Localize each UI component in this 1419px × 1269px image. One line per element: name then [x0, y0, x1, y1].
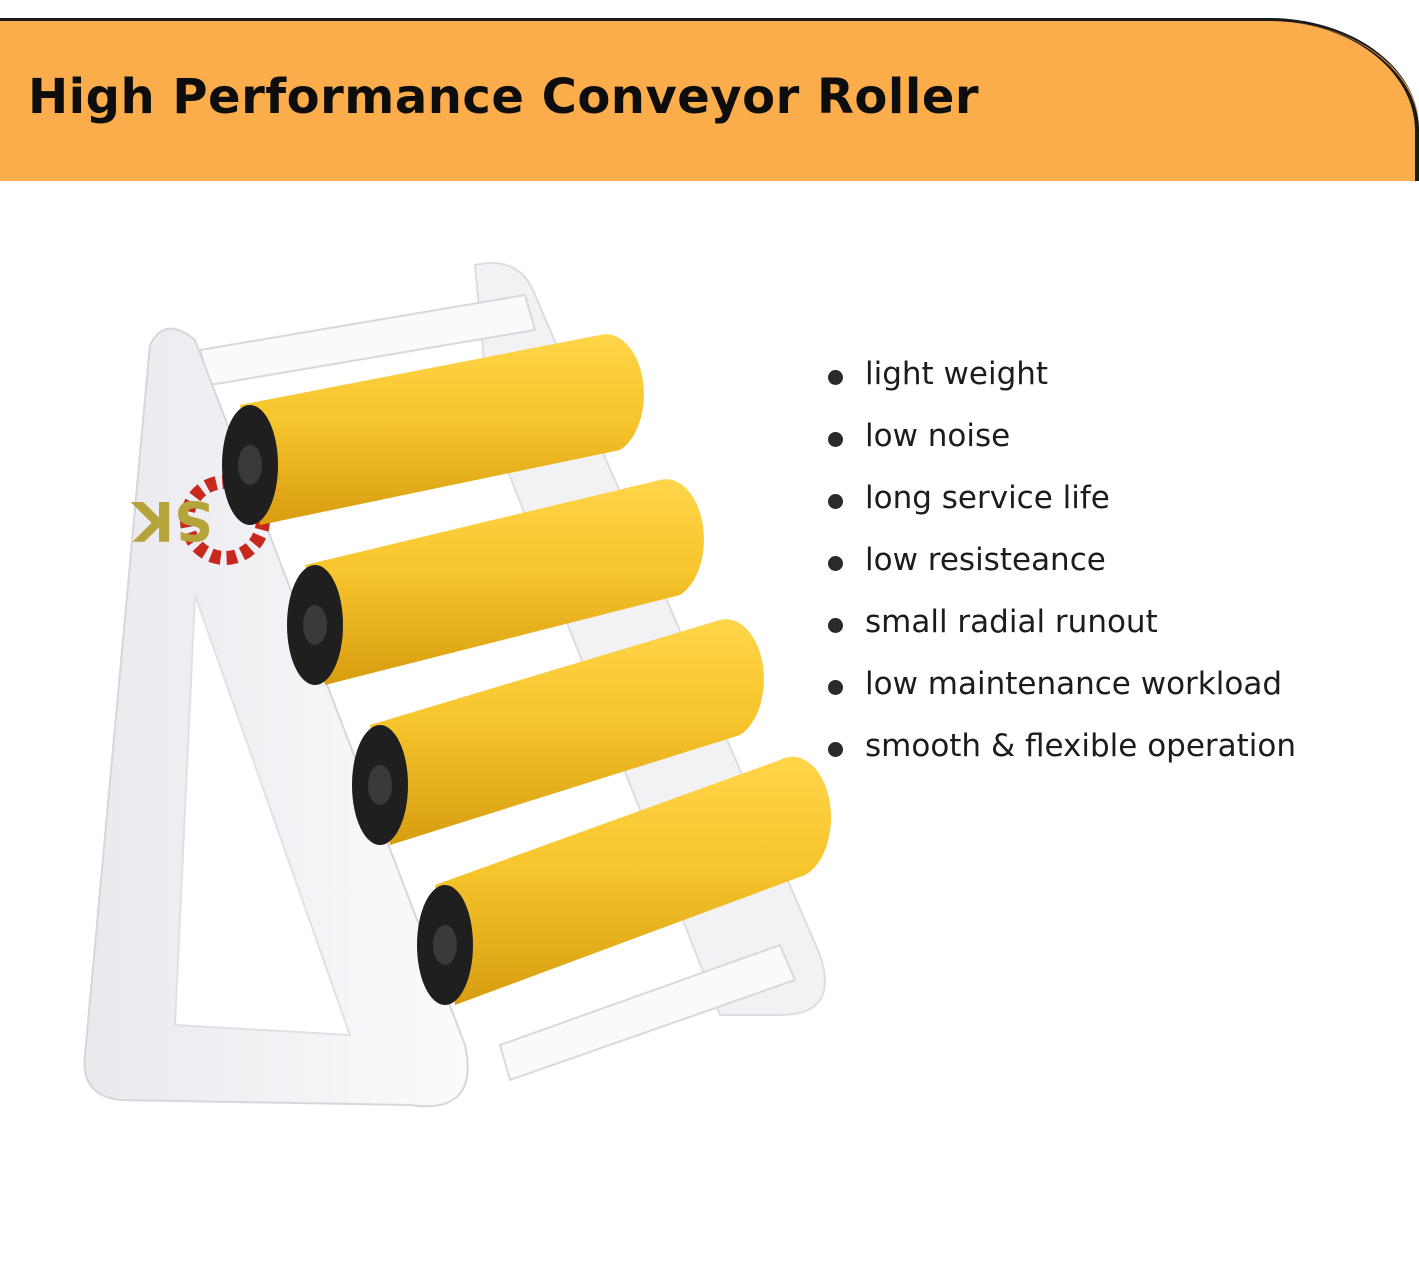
bullet-icon: [828, 431, 843, 447]
roller-2: [287, 479, 704, 685]
list-item: small radial runout: [828, 591, 1296, 653]
page-title: High Performance Conveyor Roller: [28, 69, 980, 125]
bullet-icon: [828, 555, 843, 571]
feature-text: low noise: [865, 418, 1011, 454]
feature-text: smooth & flexible operation: [865, 728, 1297, 764]
bullet-icon: [828, 679, 843, 695]
bullet-icon: [828, 369, 843, 385]
feature-text: low resisteance: [865, 542, 1106, 578]
roller-3: [352, 619, 764, 845]
list-item: light weight: [828, 343, 1296, 405]
roller-4: [417, 756, 831, 1005]
list-item: low maintenance workload: [828, 653, 1296, 715]
list-item: low noise: [828, 405, 1296, 467]
list-item: long service life: [828, 467, 1296, 529]
header-banner: High Performance Conveyor Roller: [0, 18, 1419, 181]
list-item: low resisteance: [828, 529, 1296, 591]
svg-text:SK: SK: [130, 489, 213, 552]
roller-1: [222, 334, 644, 525]
frame-cutout: [173, 594, 352, 1037]
feature-text: long service life: [865, 480, 1110, 516]
bullet-icon: [828, 493, 843, 509]
conveyor-roller-frame-image: SK: [83, 262, 831, 1108]
feature-text: light weight: [865, 356, 1049, 392]
list-item: smooth & flexible operation: [828, 715, 1296, 777]
feature-text: low maintenance workload: [865, 666, 1283, 702]
feature-text: small radial runout: [865, 604, 1158, 640]
feature-list: light weight low noise long service life…: [828, 343, 1296, 777]
bullet-icon: [828, 741, 843, 757]
bullet-icon: [828, 617, 843, 633]
